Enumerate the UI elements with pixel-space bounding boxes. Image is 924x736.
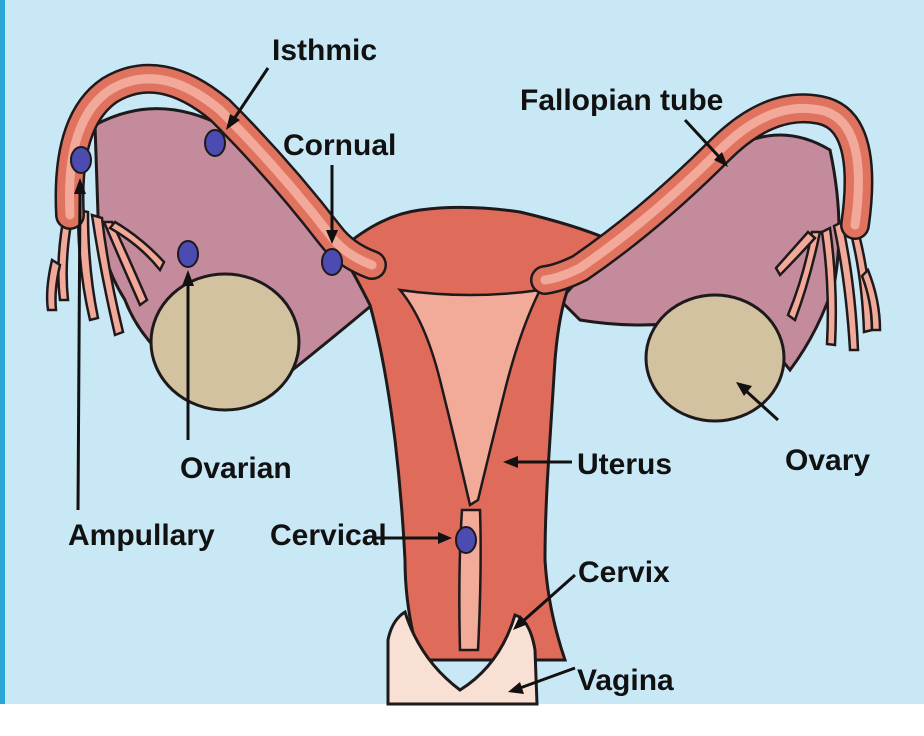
label-cervix: Cervix	[578, 556, 670, 589]
label-cervical: Cervical	[270, 519, 387, 552]
ovary-left	[151, 274, 299, 410]
left-border-bar	[0, 0, 5, 731]
site-marker-isthmic	[205, 130, 225, 156]
site-marker-ovarian	[178, 241, 198, 267]
ovary-right	[646, 295, 784, 421]
site-marker-cornual	[322, 249, 342, 275]
label-ovary: Ovary	[785, 444, 870, 477]
site-marker-ampullary	[71, 147, 91, 173]
label-ampullary: Ampullary	[68, 519, 215, 552]
label-fallopian-tube: Fallopian tube	[520, 84, 723, 117]
arrow-ampullary	[78, 190, 80, 510]
label-isthmic: Isthmic	[272, 34, 377, 67]
bottom-white-margin	[0, 704, 924, 731]
label-cornual: Cornual	[283, 129, 396, 162]
label-vagina: Vagina	[577, 664, 674, 697]
site-marker-cervical	[456, 527, 476, 553]
label-ovarian: Ovarian	[180, 452, 292, 485]
label-uterus: Uterus	[577, 448, 672, 481]
